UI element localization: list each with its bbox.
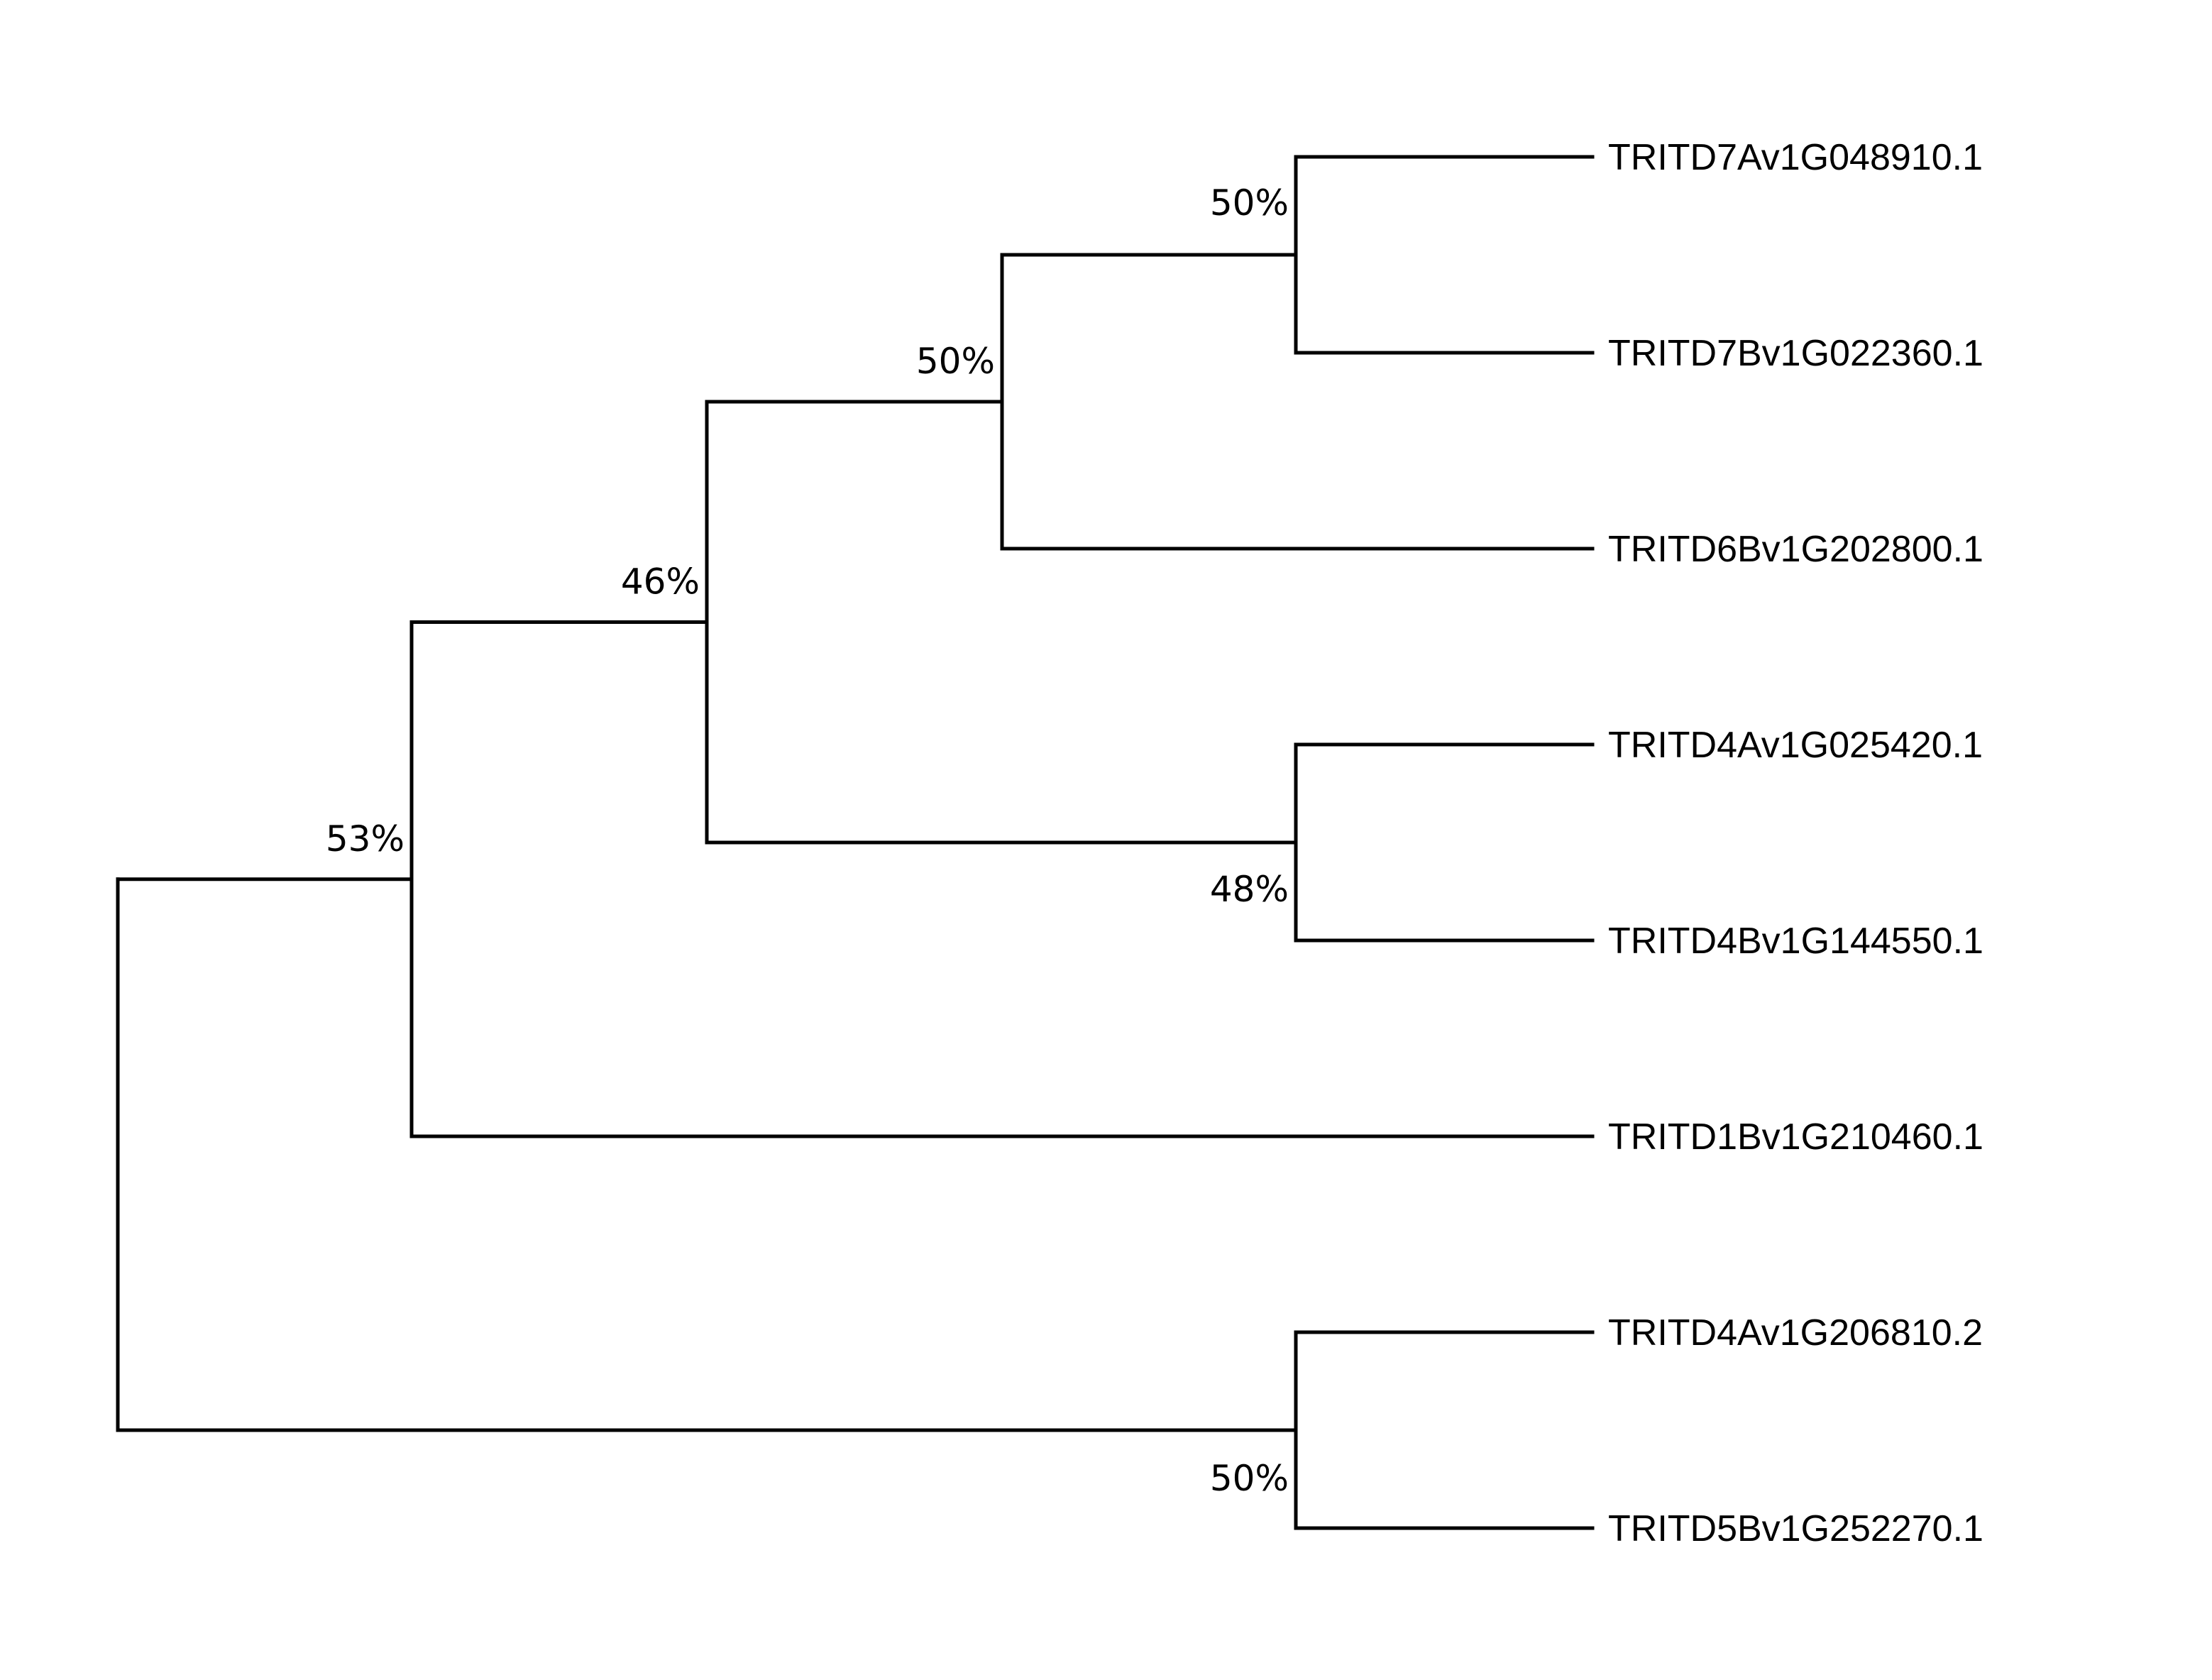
- support-label-c1B: 53%: [326, 818, 405, 860]
- leaf-label-L3: TRITD6Bv1G202800.1: [1608, 529, 1983, 570]
- support-label-c4A5B: 50%: [1210, 1458, 1289, 1499]
- support-label-c7A7B: 50%: [1210, 182, 1289, 224]
- bootstrap-support-labels: 50% 50% 48% 46% 53% 50%: [326, 182, 1289, 1499]
- support-label-c7A7B6B: 50%: [916, 341, 995, 382]
- leaf-label-L6: TRITD1Bv1G210460.1: [1608, 1116, 1983, 1158]
- leaf-label-L5: TRITD4Bv1G144550.1: [1608, 921, 1983, 962]
- leaf-labels: TRITD7Av1G048910.1TRITD7Bv1G022360.1TRIT…: [1608, 137, 1983, 1549]
- leaf-label-L8: TRITD5Bv1G252270.1: [1608, 1508, 1983, 1549]
- leaf-label-L4: TRITD4Av1G025420.1: [1608, 725, 1983, 766]
- support-label-c4A4B: 48%: [1210, 869, 1289, 910]
- tree-branches: [116, 155, 1595, 1530]
- leaf-label-L2: TRITD7Bv1G022360.1: [1608, 333, 1983, 374]
- support-label-c6group: 46%: [621, 561, 700, 603]
- leaf-label-L1: TRITD7Av1G048910.1: [1608, 137, 1983, 178]
- leaf-label-L7: TRITD4Av1G206810.2: [1608, 1312, 1983, 1354]
